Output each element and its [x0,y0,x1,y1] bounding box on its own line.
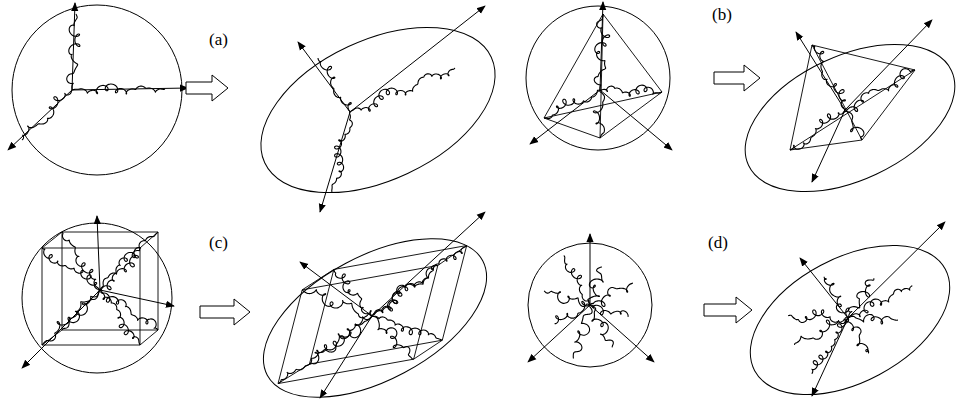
panel-label: (c) [207,233,230,253]
frame-edge [414,340,443,359]
frame-edge [790,45,812,150]
axis-arrow [845,20,932,110]
polymer-chain [334,269,372,316]
axis-arrow [590,234,591,305]
axis-arrow [300,262,372,316]
polymer-chain [590,283,632,307]
frame-edge [603,14,662,92]
undeformed-sphere [22,223,172,373]
polymer-chain [555,301,590,323]
frame-edge [812,45,915,70]
axis-arrow [848,222,945,318]
frame-edge [544,118,600,138]
axis-arrow [72,3,75,90]
deformed-ellipsoid [726,215,960,405]
polymer-chain [332,112,353,192]
axis-arrow [600,90,672,150]
axis-arrow [72,88,188,90]
transform-arrow [714,65,760,91]
deformed-ellipsoid [235,0,521,226]
axis-arrow [796,32,845,110]
polymer-chain [845,69,915,112]
axis-arrow [22,290,100,368]
frame-edge [140,330,158,345]
deformed-ellipsoid [238,206,512,405]
panel-label: (a) [207,30,230,50]
polymer-chain [564,255,590,305]
frame-edge [600,92,662,138]
frame-edge [158,232,159,330]
frame-edge [544,14,603,118]
axis-arrow [320,316,372,398]
frame-edge [278,359,414,383]
polymer-chain [278,316,372,384]
axis-arrow [800,258,848,318]
polymer-chain [100,290,140,345]
polymer-chain [309,316,372,364]
frame-edge [302,269,334,289]
polymer-chain [590,305,613,347]
polymer-chain [62,232,100,290]
polymer-chain [372,265,438,316]
polymer-chain [350,68,455,112]
frame-edge [62,232,63,330]
axis-arrow [350,6,485,112]
frame-edge [42,345,140,346]
polymer-chain [593,90,604,138]
polymer-chain [600,85,662,96]
polymer-chain [790,110,845,150]
frame-edge [302,265,438,289]
polymer-chain [372,246,467,316]
frame-edge [790,70,915,150]
axis-arrow [100,290,174,306]
frame-edge [42,248,140,249]
polymer-chain [843,110,864,140]
polymer-chain [372,316,414,359]
polymer-chain [544,90,600,118]
axis-arrow [812,110,845,182]
transform-arrow [186,75,228,101]
polymer-chain [573,305,592,358]
axis-arrow [590,305,654,362]
axis-arrow [812,318,848,396]
panel-label: (d) [706,233,730,253]
polymer-chain [100,232,158,290]
frame-edge [42,232,62,248]
frame-edge [62,330,158,331]
panel-label: (b) [710,5,734,25]
frame-edge [140,248,141,345]
axis-arrow [97,216,100,290]
frame-edge [62,232,158,233]
axis-arrow [528,305,590,362]
axis-arrow [372,212,485,316]
polymer-chain [824,277,849,318]
frame-edge [42,248,43,345]
axis-arrow [298,42,350,112]
polymer-chain [372,316,442,340]
polymer-chain [848,286,912,318]
polymer-chain [590,305,628,317]
axis-arrow [320,112,350,212]
polymer-chain [845,318,869,353]
polymer-chain [318,58,351,112]
undeformed-sphere [526,6,670,150]
axis-arrow [8,90,72,150]
deformed-ellipsoid [722,14,960,221]
axis-arrow [600,2,603,90]
frame-edge [812,45,862,140]
frame-edge [862,70,915,140]
transform-arrow [200,299,250,325]
transform-arrow [704,297,752,323]
polymer-chain [812,45,845,110]
polymer-chain [848,314,898,324]
axis-arrow [530,90,600,144]
polymer-chain [302,290,372,318]
